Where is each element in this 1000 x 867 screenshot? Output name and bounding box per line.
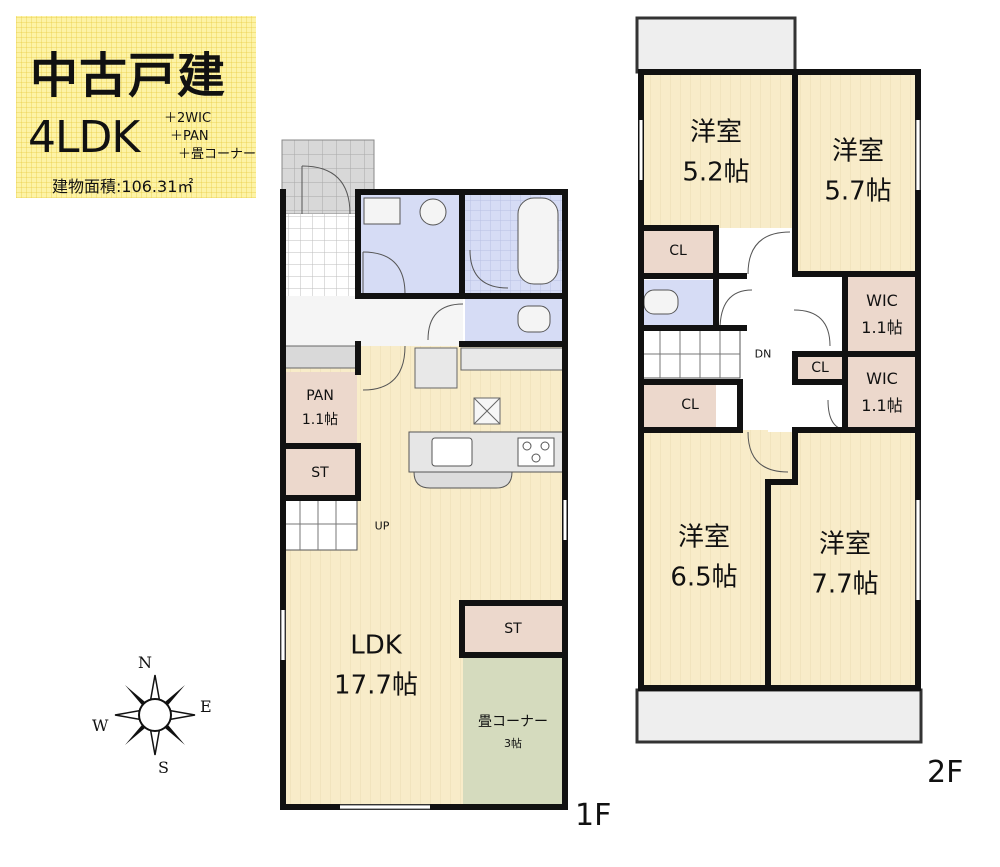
room-3	[641, 428, 768, 688]
ldk-name: LDK	[350, 630, 402, 661]
room-label-r2: 洋室 5.7帖	[824, 132, 891, 213]
wic-2	[847, 356, 918, 428]
shoe-cabinet	[282, 345, 358, 369]
r3-name: 洋室	[677, 522, 731, 553]
kitchen-cabinet	[460, 347, 566, 371]
extra-tatami: ＋畳コーナー	[178, 147, 257, 162]
room-label-wic-2: WIC 1.1帖	[861, 365, 902, 419]
pan-size: 1.1帖	[301, 412, 339, 428]
compass-east: E	[200, 697, 212, 716]
wash-basin	[363, 197, 401, 225]
room-label-tatami: 畳コーナー 3帖	[478, 711, 548, 753]
pantry	[283, 372, 357, 444]
ldk-size: 17.7帖	[334, 671, 418, 701]
floor-2	[635, 16, 923, 744]
tatami-size: 3帖	[504, 736, 522, 750]
r1-size: 5.2帖	[682, 158, 750, 188]
r3-size: 6.5帖	[670, 563, 738, 593]
room-label-pan: PAN 1.1帖	[302, 385, 338, 433]
title-badge: 中古戸建 4LDK ＋2WIC ＋PAN ＋畳コーナー 建物面積:106.31㎡	[16, 16, 256, 198]
wic2-size: 1.1帖	[861, 396, 903, 415]
stair-storage	[283, 448, 357, 496]
washing-machine	[419, 198, 447, 226]
r2-size: 5.7帖	[824, 177, 892, 207]
compass-rose	[114, 674, 196, 756]
floor-label-1f: 1F	[575, 798, 612, 833]
compass-west: W	[92, 716, 109, 735]
sink	[431, 437, 473, 467]
layout-type: 4LDK	[28, 112, 140, 163]
pan-name: PAN	[306, 388, 334, 405]
room-label-r4: 洋室 7.7帖	[811, 525, 878, 606]
compass-north: N	[138, 653, 152, 672]
room-label-ldk: LDK 17.7帖	[334, 626, 418, 707]
r4-name: 洋室	[818, 529, 872, 560]
room-label-r3: 洋室 6.5帖	[670, 518, 737, 599]
compass-south: S	[158, 758, 169, 777]
label-stair-storage: ST	[311, 465, 329, 481]
tatami-corner	[463, 657, 565, 807]
bathtub	[517, 197, 559, 285]
floor-label-2f: 2F	[927, 755, 964, 790]
wic1-name: WIC	[866, 290, 898, 310]
room-2	[796, 74, 917, 274]
genkan-floor	[283, 214, 357, 296]
wic1-size: 1.1帖	[861, 318, 903, 337]
label-up: UP	[374, 519, 390, 533]
tatami-name: 畳コーナー	[478, 713, 548, 730]
room-1	[641, 74, 794, 228]
fridge	[414, 347, 458, 389]
room-label-r1: 洋室 5.2帖	[682, 113, 749, 194]
building-area: 建物面積:106.31㎡	[52, 177, 194, 196]
toilet-fixture-2f	[643, 289, 679, 315]
extra-wic: ＋2WIC	[164, 111, 212, 126]
label-closet-2: CL	[811, 360, 829, 376]
storage-st	[463, 603, 565, 655]
extra-pan: ＋PAN	[170, 129, 209, 144]
label-down: DN	[754, 347, 772, 361]
room-label-wic-1: WIC 1.1帖	[861, 287, 902, 341]
wic2-name: WIC	[866, 368, 898, 388]
label-closet-3: CL	[681, 397, 699, 413]
label-closet-1: CL	[669, 243, 687, 259]
label-storage: ST	[504, 621, 522, 637]
r1-name: 洋室	[689, 117, 743, 148]
wic-1	[847, 276, 918, 352]
r4-size: 7.7帖	[811, 570, 879, 600]
closet-1	[641, 228, 714, 274]
closet-2	[795, 354, 845, 382]
balcony-south	[635, 688, 923, 744]
page-title: 中古戸建	[30, 48, 227, 104]
toilet-fixture-1f	[517, 305, 551, 333]
r2-name: 洋室	[831, 136, 885, 167]
floor-1	[280, 139, 568, 810]
hall-floor	[283, 296, 463, 346]
balcony-north	[635, 16, 797, 74]
